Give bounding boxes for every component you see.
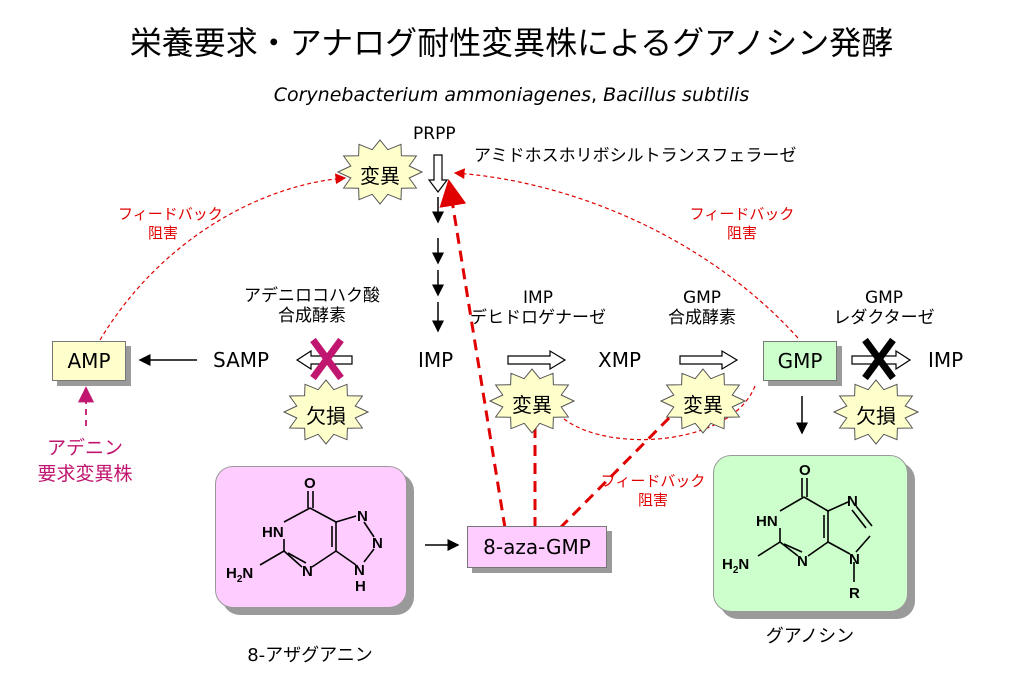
page-title: 栄養要求・アナログ耐性変異株によるグアノシン発酵 [129, 24, 894, 62]
aza-gmp-label: 8-aza-GMP [483, 535, 591, 559]
aza-n4: N [354, 562, 365, 579]
guan-n2: N [847, 493, 858, 510]
xmp-label: XMP [598, 348, 642, 372]
aza-n3: N [372, 535, 383, 552]
imp-dehydrogenase-label: IMP デヒドロゲナーゼ [470, 288, 606, 329]
mutation-burst-imp: 変異 [512, 393, 552, 417]
svg-text:H2N: H2N [226, 565, 253, 585]
feedback-left-label: フィードバック 阻害 [118, 205, 223, 242]
xmp-gmp-hollow-arrow [679, 349, 739, 371]
gmp-synthetase-label: GMP 合成酵素 [668, 288, 736, 329]
guan-r: R [849, 585, 860, 602]
aza-h2n-n: N [242, 565, 253, 582]
guan-n1: N [797, 553, 808, 570]
gmp-label: GMP [777, 349, 823, 373]
aza-gmp-box: 8-aza-GMP [467, 526, 607, 568]
gmp-box: GMP [763, 341, 837, 381]
aza-o: O [304, 475, 316, 492]
feedback-right-curve [453, 168, 799, 339]
guanosine-structure: O HN N N N R H2N [722, 462, 873, 602]
burst-mutation-imp-shape [488, 368, 576, 434]
burst-mutation-gmp-shape [659, 368, 747, 434]
amp-box: AMP [52, 341, 126, 381]
mutation-burst-top: 変異 [360, 164, 400, 188]
guan-o: O [799, 462, 811, 479]
guanosine-panel: O HN N N N R H2N [713, 455, 908, 612]
burst-deletion-right-shape [832, 379, 920, 445]
adenylosuccinate-synthetase-label: アデニロコハク酸 合成酵素 [244, 286, 380, 327]
prpp-hollow-arrow [427, 154, 449, 193]
aza-h-bottom: H [355, 578, 366, 595]
burst-top-shape [336, 139, 424, 205]
guan-h2n-h: H [722, 556, 733, 573]
aza-hn: HN [262, 524, 284, 541]
azagmp-to-prpp-dash [439, 179, 507, 529]
feedback-center-curve [554, 385, 756, 441]
organism-subtitle: Corynebacterium ammoniagenes, Bacillus s… [0, 84, 1023, 106]
prpp-enzyme-label: アミドホスホリボシルトランスフェラーゼ [474, 146, 797, 166]
adenine-auxotroph-label: アデニン 要求変異株 [37, 437, 133, 485]
burst-deletion-left-shape [282, 379, 370, 445]
aza-n2: N [357, 508, 368, 525]
azaguanine-caption: 8-アザグアニン [247, 645, 373, 666]
imp-right-label: IMP [928, 348, 964, 372]
feedback-left-curve [99, 173, 347, 341]
svg-text:H2N: H2N [722, 556, 749, 576]
cross-left-icon [310, 337, 344, 381]
amp-label: AMP [67, 349, 111, 373]
mutation-burst-gmp: 変異 [683, 393, 723, 417]
cross-right-icon [862, 337, 896, 381]
azagmp-to-gmpsynth-dash [558, 408, 679, 530]
azaguanine-structure: O HN N N N N H H2N [226, 475, 383, 595]
samp-label: SAMP [213, 348, 270, 372]
feedback-right-label: フィードバック 阻害 [689, 205, 795, 242]
feedback-center-label: フィードバック 阻害 [600, 472, 706, 509]
gmp-reductase-label: GMP レダクターゼ [833, 288, 935, 329]
aza-h2n-h: H [226, 565, 237, 582]
guan-h2n-n: N [738, 556, 749, 573]
prpp-label: PRPP [413, 124, 456, 144]
aza-h2n-2: 2 [237, 574, 243, 585]
deletion-burst-right: 欠損 [856, 404, 896, 428]
azaguanine-panel: O HN N N N N H H2N [215, 466, 407, 608]
guan-hn: HN [756, 513, 778, 530]
guan-n3: N [849, 551, 860, 568]
organism-separator: , [591, 84, 598, 106]
guan-h2n-2: 2 [733, 565, 739, 576]
guanosine-caption: グアノシン [765, 626, 855, 647]
imp-label: IMP [418, 348, 454, 372]
imp-xmp-hollow-arrow [507, 349, 567, 371]
organism-2: Bacillus subtilis [603, 84, 750, 106]
organism-1: Corynebacterium ammoniagenes [273, 84, 592, 106]
deletion-burst-left: 欠損 [306, 404, 346, 428]
aza-n1: N [302, 563, 313, 580]
